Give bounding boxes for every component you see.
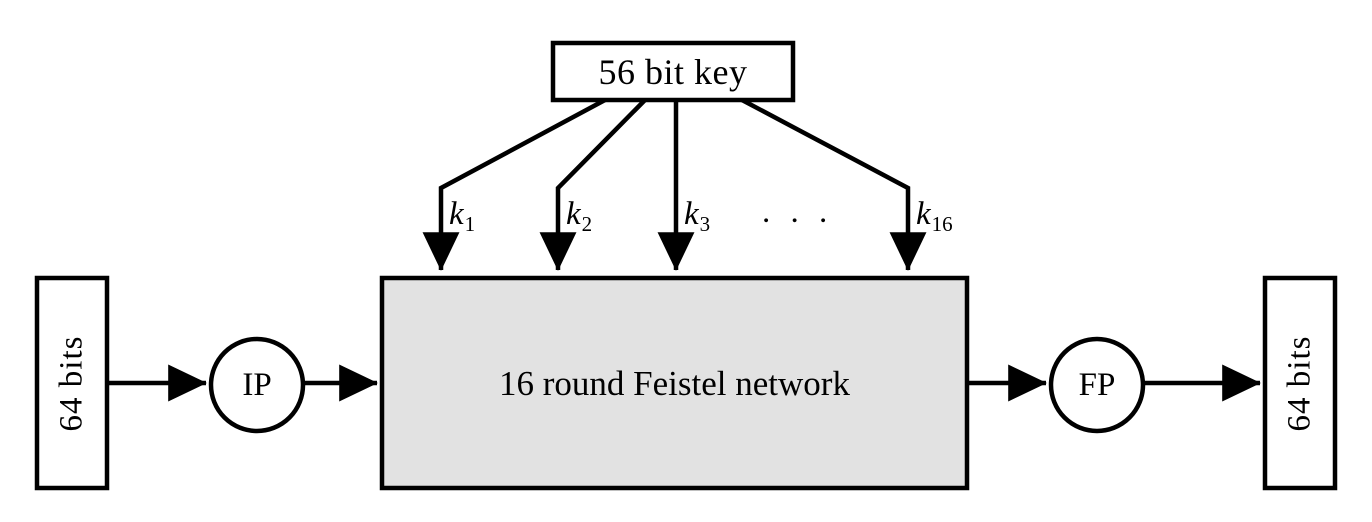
subkey-label-k16: k16 [916,196,953,235]
subkey-k1-subscript: 1 [464,212,476,236]
subkey-label-k3: k3 [684,196,710,235]
output-bits-label: 64 bits [1281,335,1318,431]
initial-permutation-label: IP [242,366,272,403]
key-box [550,40,796,103]
output-bits-label-wrap: 64 bits [1265,278,1335,488]
keyline-k1 [422,98,607,271]
subkey-k16-subscript: 16 [931,212,953,236]
input-bits-label: 64 bits [53,335,90,431]
subkey-ellipsis: . . . [762,194,834,230]
subkey-k2-subscript: 2 [581,212,593,236]
subkey-k16-name: k [916,196,931,232]
output-bits-box [1262,275,1338,491]
subkey-label-k2: k2 [566,196,592,235]
feistel-box [379,275,970,491]
final-permutation-label: FP [1078,366,1116,403]
input-bits-label-wrap: 64 bits [37,278,107,488]
key-box-label: 56 bit key [598,51,748,92]
input-bits-box [34,275,110,491]
subkey-k3-subscript: 3 [699,212,711,236]
feistel-block-label: 16 round Feistel network [499,363,850,403]
subkey-k1-name: k [449,196,464,232]
subkey-k2-name: k [566,196,581,232]
keyline-k2 [539,98,647,271]
subkey-label-k1: k1 [449,196,475,235]
subkey-k3-name: k [684,196,699,232]
keyline-k16 [740,98,927,271]
